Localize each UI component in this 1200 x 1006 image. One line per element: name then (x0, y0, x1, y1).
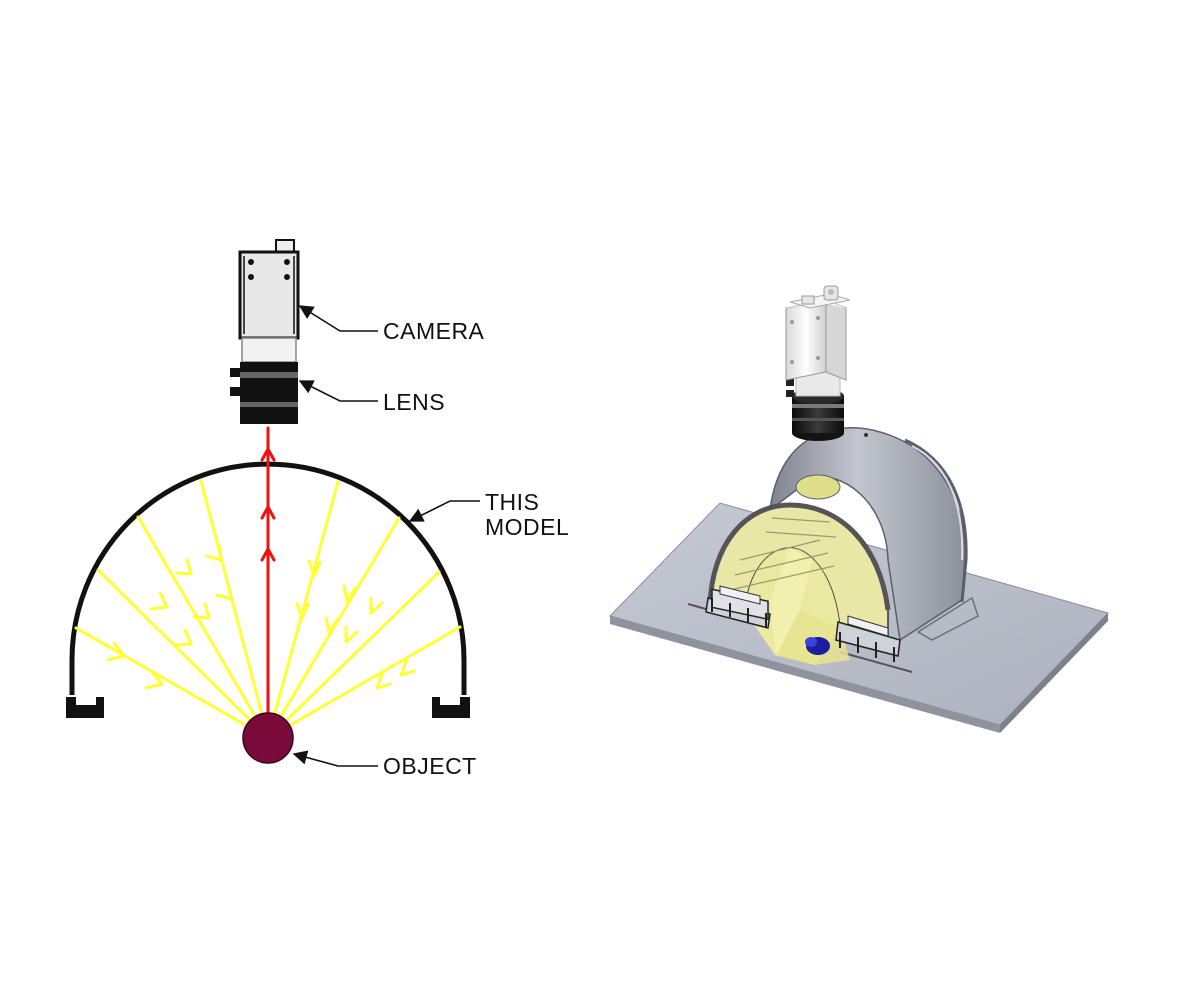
left-extrusion (705, 585, 771, 629)
object-3d (805, 637, 830, 655)
red-ray (260, 426, 276, 714)
leader-lines (292, 305, 480, 767)
right-extrusion (835, 615, 901, 662)
schematic: CAMERA LENS THIS MODEL OBJECT (66, 239, 569, 779)
label-model: MODEL (485, 514, 569, 540)
label-camera: CAMERA (383, 318, 485, 344)
ray-arrowheads (106, 543, 416, 690)
lens-schematic (230, 362, 298, 424)
camera-3d (785, 285, 851, 397)
label-this: THIS (485, 489, 539, 515)
dome-hole (795, 474, 841, 500)
camera-schematic (238, 239, 300, 363)
label-lens: LENS (383, 389, 445, 415)
render-3d (609, 285, 1109, 733)
object-sphere (242, 712, 294, 764)
dome-cutaway (707, 502, 891, 665)
label-object: OBJECT (383, 753, 477, 779)
